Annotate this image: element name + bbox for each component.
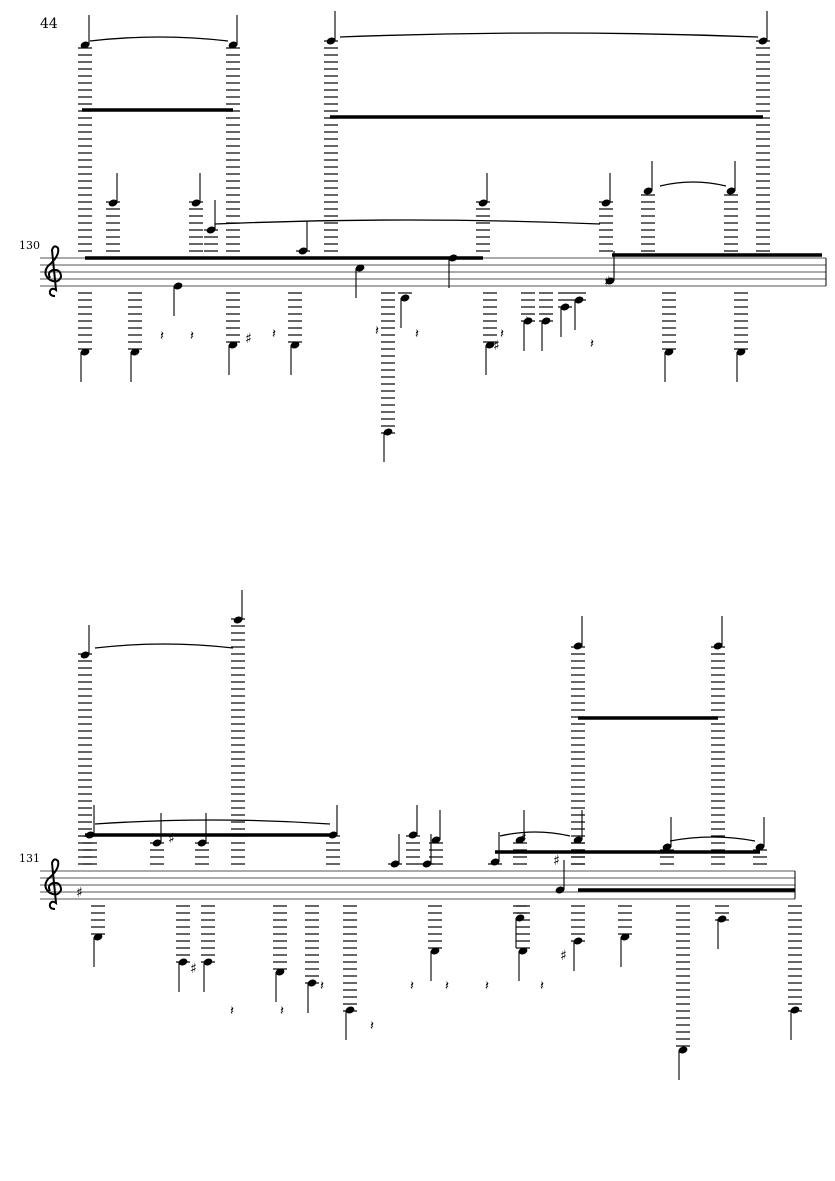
notehead bbox=[717, 915, 727, 923]
notehead bbox=[605, 277, 615, 285]
tie bbox=[214, 219, 601, 225]
tie bbox=[89, 36, 229, 42]
measure-number: 130 bbox=[19, 239, 40, 252]
rest-icon: 𝄽 bbox=[415, 327, 419, 342]
notehead bbox=[790, 1006, 800, 1014]
notehead bbox=[573, 642, 583, 650]
rest-icon: 𝄽 bbox=[320, 979, 324, 994]
notehead bbox=[515, 836, 525, 844]
notehead bbox=[620, 933, 630, 941]
notehead bbox=[228, 341, 238, 349]
notehead bbox=[383, 428, 393, 436]
tie bbox=[339, 32, 759, 38]
rest-icon: 𝄽 bbox=[370, 1019, 374, 1034]
rest-icon: 𝄽 bbox=[280, 1004, 284, 1019]
notehead bbox=[430, 947, 440, 955]
notehead bbox=[93, 933, 103, 941]
notehead bbox=[518, 947, 528, 955]
rest-icon: 𝄽 bbox=[272, 327, 276, 342]
tie bbox=[94, 643, 234, 649]
rest-icon: 𝄽 bbox=[160, 329, 164, 344]
sharp-icon: ♯ bbox=[553, 853, 560, 869]
rest-icon: 𝄽 bbox=[590, 337, 594, 352]
rest-icon: 𝄽 bbox=[190, 329, 194, 344]
notehead bbox=[478, 199, 488, 207]
rest-icon: 𝄽 bbox=[230, 1004, 234, 1019]
rest-icon: 𝄽 bbox=[540, 979, 544, 994]
notehead bbox=[736, 348, 746, 356]
notehead bbox=[485, 341, 495, 349]
sharp-icon: ♯ bbox=[560, 948, 567, 964]
sharp-icon: ♯ bbox=[245, 331, 252, 347]
page-number: 44 bbox=[40, 16, 58, 32]
rest-icon: 𝄽 bbox=[410, 979, 414, 994]
notehead bbox=[130, 348, 140, 356]
notehead bbox=[408, 831, 418, 839]
sharp-icon: ♯ bbox=[520, 831, 527, 847]
notehead bbox=[80, 348, 90, 356]
tie bbox=[94, 819, 331, 825]
notehead bbox=[662, 843, 672, 851]
notehead bbox=[355, 264, 365, 272]
notehead bbox=[108, 199, 118, 207]
measure-number: 131 bbox=[19, 852, 40, 865]
treble-clef-icon bbox=[44, 858, 63, 910]
rest-icon: 𝄽 bbox=[445, 979, 449, 994]
notehead bbox=[275, 968, 285, 976]
notehead bbox=[678, 1046, 688, 1054]
notehead bbox=[400, 294, 410, 302]
notehead bbox=[664, 348, 674, 356]
notehead bbox=[601, 199, 611, 207]
tie bbox=[669, 836, 756, 842]
sharp-icon: ♯ bbox=[190, 961, 197, 977]
rest-icon: 𝄽 bbox=[525, 314, 529, 329]
notehead bbox=[755, 843, 765, 851]
notehead bbox=[726, 187, 736, 195]
notehead bbox=[345, 1006, 355, 1014]
tie bbox=[659, 181, 727, 187]
sharp-icon: ♯ bbox=[76, 885, 83, 901]
sharp-icon: ♯ bbox=[604, 274, 611, 290]
notehead bbox=[80, 651, 90, 659]
notehead bbox=[713, 642, 723, 650]
notehead bbox=[80, 41, 90, 49]
sharp-icon: ♯ bbox=[493, 338, 500, 354]
notehead bbox=[290, 341, 300, 349]
rest-icon: 𝄽 bbox=[485, 979, 489, 994]
notehead bbox=[228, 41, 238, 49]
sharp-icon: ♯ bbox=[168, 831, 175, 847]
notehead bbox=[643, 187, 653, 195]
notehead bbox=[191, 199, 201, 207]
rest-icon: 𝄽 bbox=[375, 324, 379, 339]
notehead bbox=[431, 836, 441, 844]
notehead bbox=[573, 836, 583, 844]
treble-clef-icon bbox=[44, 245, 63, 297]
notehead bbox=[555, 886, 565, 894]
tie bbox=[499, 831, 571, 837]
notehead bbox=[173, 282, 183, 290]
notehead bbox=[233, 616, 243, 624]
rest-icon: 𝄽 bbox=[500, 327, 504, 342]
